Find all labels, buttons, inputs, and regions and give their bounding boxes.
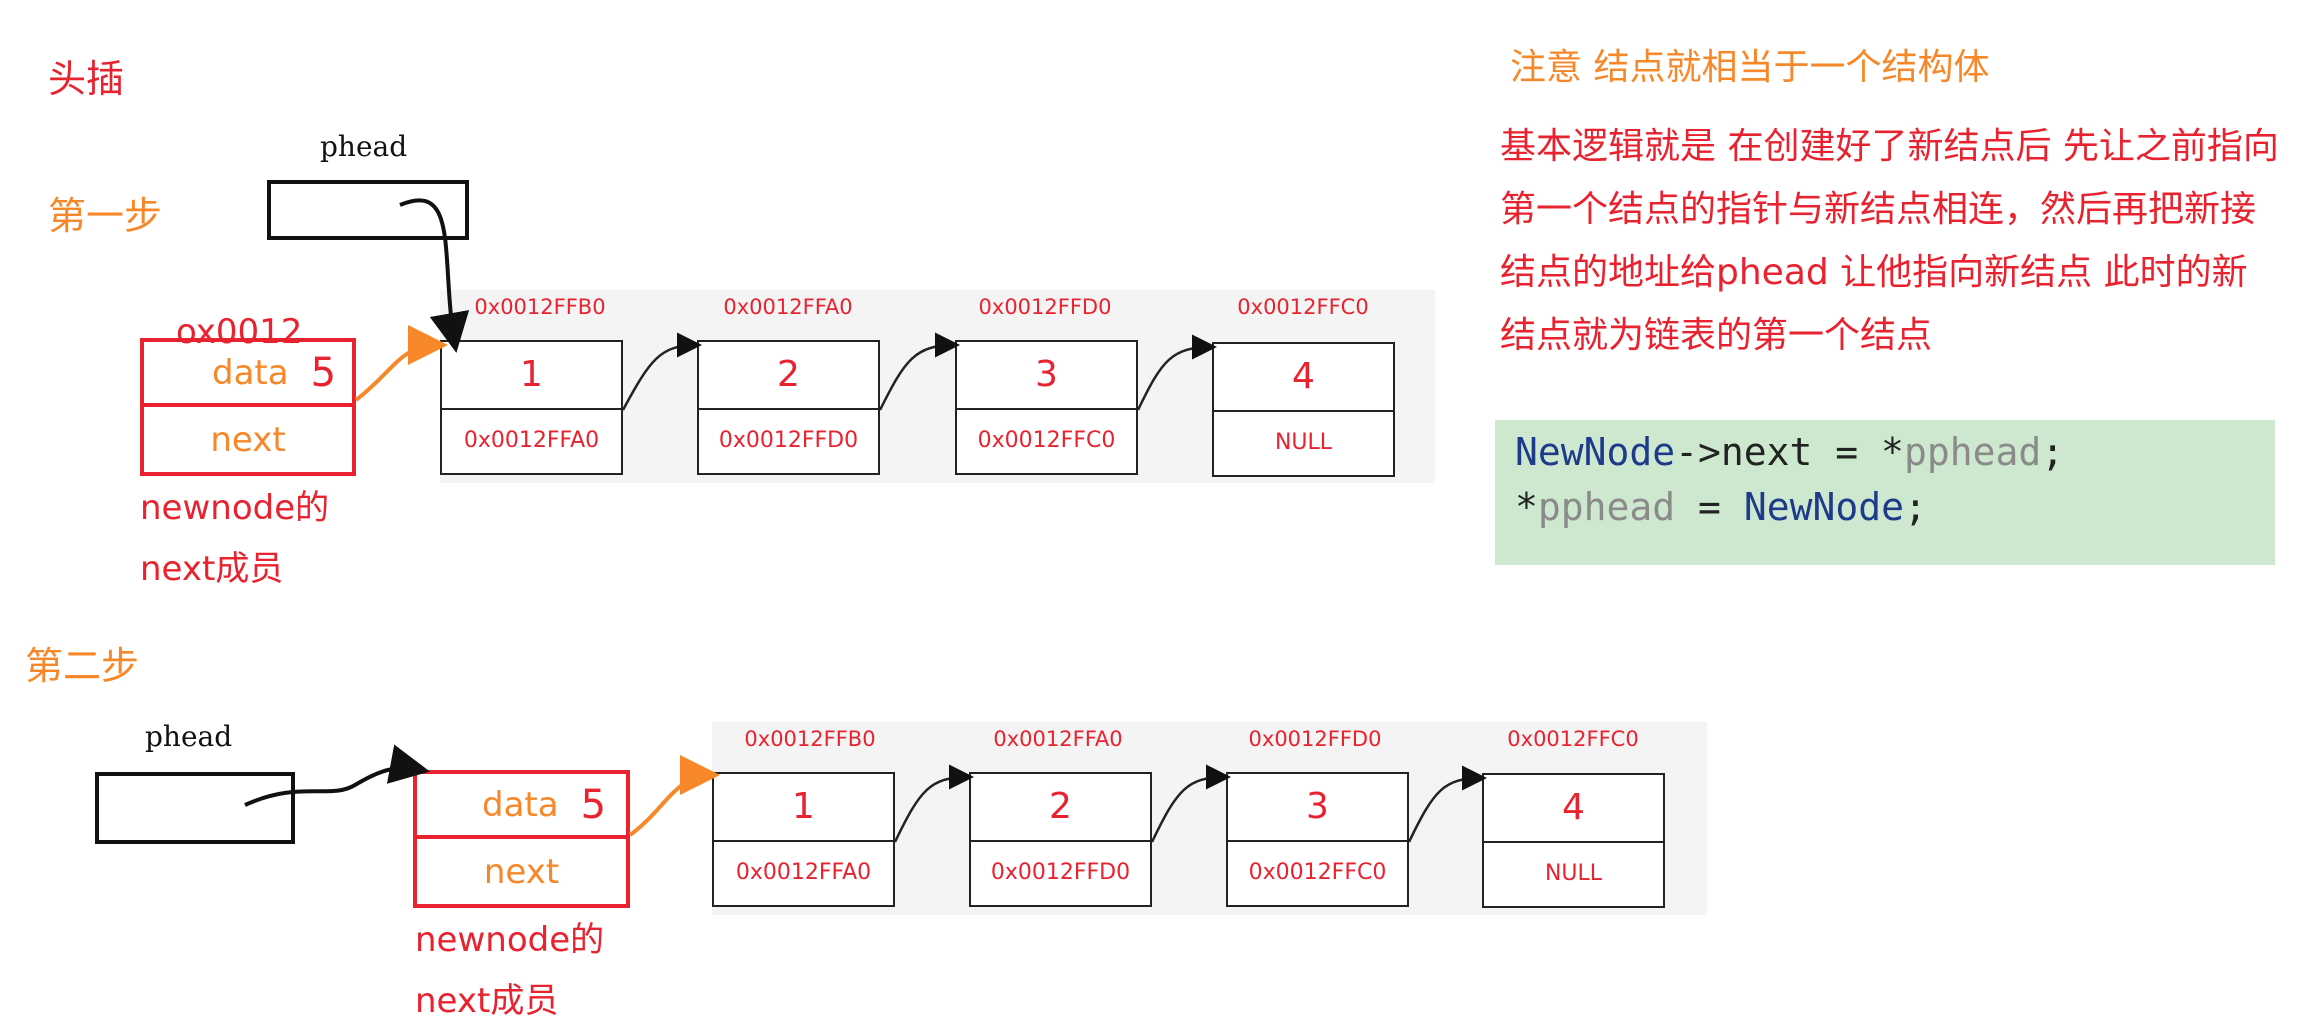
step1-caption: newnode的 next成员 bbox=[140, 478, 329, 600]
step1-node1-next: 0x0012FFA0 bbox=[463, 427, 600, 453]
code-line-2: *pphead = NewNode; bbox=[1515, 485, 1927, 529]
step1-link-2-3 bbox=[878, 332, 960, 411]
note-text: 注意 结点就相当于一个结构体 bbox=[1510, 47, 1990, 88]
step1-newnode-next-label: next bbox=[210, 419, 286, 460]
step2-node1-addr: 0x0012FFB0 bbox=[744, 727, 876, 751]
step2-node2-next: 0x0012FFD0 bbox=[990, 859, 1131, 885]
step2-newnode-arrow bbox=[628, 755, 720, 837]
step1-node2-addr: 0x0012FFA0 bbox=[723, 295, 853, 319]
step1-newnode-next-row: next bbox=[144, 407, 352, 472]
step1-phead-label: phead bbox=[320, 130, 408, 163]
step2-caption-line2: next成员 bbox=[415, 981, 559, 1021]
step2-node2-addr: 0x0012FFA0 bbox=[993, 727, 1123, 751]
step2-node-1: 1 0x0012FFA0 bbox=[712, 772, 895, 907]
step1-link-1-2 bbox=[621, 332, 702, 411]
step2-node4-next: NULL bbox=[1544, 860, 1603, 886]
step1-caption-line2: next成员 bbox=[140, 549, 284, 589]
step2-label: 第二步 bbox=[25, 644, 140, 688]
step1-node-1: 1 0x0012FFA0 bbox=[440, 340, 623, 475]
step1-node4-data: 4 bbox=[1214, 344, 1393, 412]
step1-node4-addr: 0x0012FFC0 bbox=[1237, 295, 1369, 319]
step2-node1-next: 0x0012FFA0 bbox=[735, 859, 872, 885]
step2-link-1-2 bbox=[893, 764, 974, 843]
step2-newnode-next-label: next bbox=[483, 851, 560, 892]
step1-node3-addr: 0x0012FFD0 bbox=[978, 295, 1112, 319]
step1-node4-next: NULL bbox=[1274, 429, 1333, 455]
step1-node1-data: 1 bbox=[442, 342, 621, 410]
code-snippet: NewNode->next = *pphead; *pphead = NewNo… bbox=[1495, 420, 2275, 565]
step1-newnode-data-value: 5 bbox=[310, 349, 337, 396]
step1-newnode-addr: ox0012 bbox=[176, 312, 303, 352]
step1-node2-next: 0x0012FFD0 bbox=[718, 427, 859, 453]
step2-node3-addr: 0x0012FFD0 bbox=[1248, 727, 1382, 751]
step1-node2-data: 2 bbox=[699, 342, 878, 410]
step2-link-3-4 bbox=[1407, 765, 1487, 843]
step1-caption-line1: newnode的 bbox=[140, 488, 330, 528]
page-title: 头插 bbox=[48, 57, 125, 101]
step2-link-2-3 bbox=[1150, 764, 1231, 843]
step2-caption-line1: newnode的 bbox=[415, 920, 605, 960]
code-line-1: NewNode->next = *pphead; bbox=[1515, 430, 2065, 474]
step2-newnode-data-value: 5 bbox=[580, 781, 607, 828]
step2-node-2: 2 0x0012FFD0 bbox=[969, 772, 1152, 907]
step2-node-4: 4 NULL bbox=[1482, 773, 1665, 908]
step2-newnode-data-label: data bbox=[482, 784, 559, 825]
step2-node3-next: 0x0012FFC0 bbox=[1248, 859, 1387, 885]
step2-node1-data: 1 bbox=[714, 774, 893, 842]
step1-node-4: 4 NULL bbox=[1212, 342, 1395, 477]
step2-node4-data: 4 bbox=[1484, 775, 1663, 843]
step1-node3-data: 3 bbox=[957, 342, 1136, 410]
step2-node-3: 3 0x0012FFC0 bbox=[1226, 772, 1409, 907]
step2-node3-data: 3 bbox=[1228, 774, 1407, 842]
step2-newnode-data-row: data 5 bbox=[417, 774, 626, 839]
step2-node4-addr: 0x0012FFC0 bbox=[1507, 727, 1639, 751]
step1-label: 第一步 bbox=[48, 194, 163, 238]
step1-newnode-data-row: data 5 bbox=[144, 342, 352, 407]
step2-phead-label: phead bbox=[145, 720, 233, 753]
step1-node-3: 3 0x0012FFC0 bbox=[955, 340, 1138, 475]
step2-node2-data: 2 bbox=[971, 774, 1150, 842]
step1-phead-arrow bbox=[399, 198, 470, 353]
step2-phead-arrow bbox=[244, 744, 430, 807]
step1-newnode-data-label: data bbox=[212, 352, 289, 393]
step1-newnode-arrow bbox=[354, 325, 448, 402]
step2-phead-box bbox=[95, 772, 295, 844]
step1-phead-box bbox=[267, 180, 469, 240]
step1-newnode: data 5 next bbox=[140, 338, 356, 476]
explanation-text: 基本逻辑就是 在创建好了新结点后 先让之前指向第一个结点的指针与新结点相连，然后… bbox=[1500, 126, 2279, 356]
step1-node-2: 2 0x0012FFD0 bbox=[697, 340, 880, 475]
step2-newnode: data 5 next bbox=[413, 770, 630, 908]
step2-caption: newnode的 next成员 bbox=[415, 910, 604, 1032]
step1-link-3-4 bbox=[1136, 334, 1217, 411]
step2-newnode-next-row: next bbox=[417, 839, 626, 904]
step1-node3-next: 0x0012FFC0 bbox=[977, 427, 1116, 453]
step1-node1-addr: 0x0012FFB0 bbox=[474, 295, 606, 319]
